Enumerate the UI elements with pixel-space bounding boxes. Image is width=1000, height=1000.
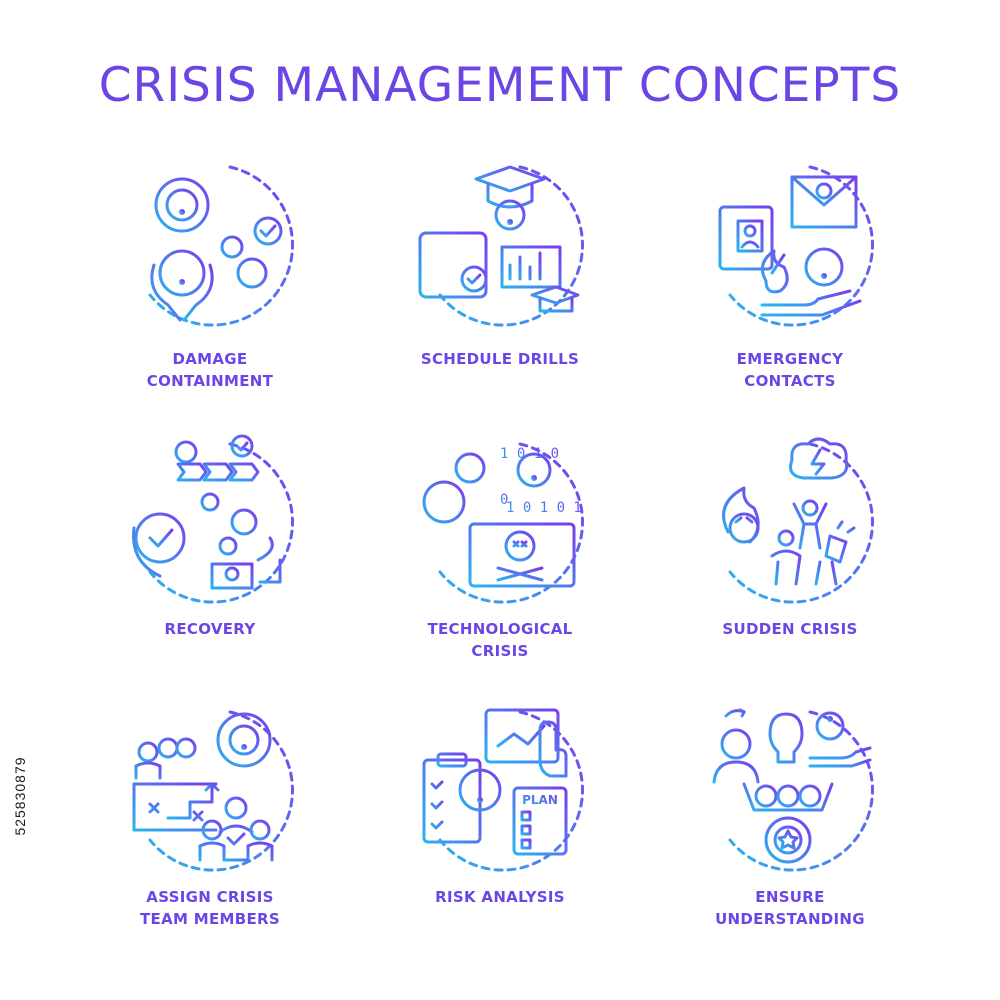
svg-text:1 0 1 0 1: 1 0 1 0 1 <box>506 500 582 516</box>
risk-analysis-icon: PLAN <box>410 700 590 880</box>
svg-text:PLAN: PLAN <box>522 793 558 807</box>
page-title: CRISIS MANAGEMENT CONCEPTS <box>98 58 902 113</box>
label-risk-analysis: RISK ANALYSIS <box>435 888 565 906</box>
assign-team-icon <box>120 700 300 880</box>
label-schedule-drills: SCHEDULE DRILLS <box>420 350 580 368</box>
label-sudden-crisis: SUDDEN CRISIS <box>722 620 858 638</box>
technological-crisis-icon: 1 0 1 0 0 1 0 1 0 1 <box>410 432 590 612</box>
label-recovery: RECOVERY <box>164 620 256 638</box>
damage-containment-icon <box>120 155 300 335</box>
recovery-icon <box>120 432 300 612</box>
emergency-contacts-icon <box>700 155 880 335</box>
ensure-understanding-icon <box>700 700 880 880</box>
stock-id-text: 525830879 <box>12 756 28 836</box>
sudden-crisis-icon <box>700 432 880 612</box>
stock-id: 525830879 <box>8 700 30 900</box>
schedule-drills-icon <box>410 155 590 335</box>
svg-text:0: 0 <box>500 492 508 508</box>
